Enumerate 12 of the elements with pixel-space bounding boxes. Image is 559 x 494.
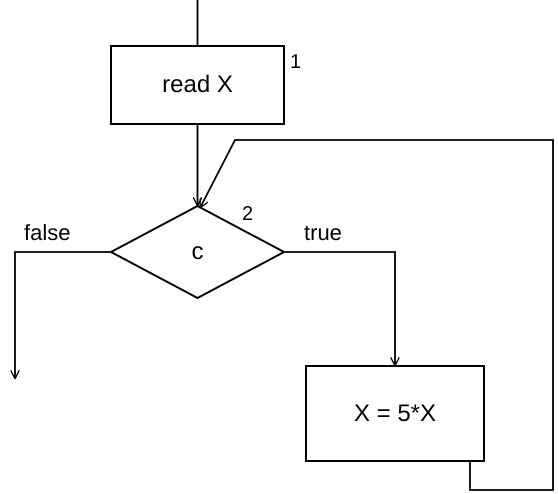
arrow (10, 251, 110, 380)
callout-number: 2 (242, 204, 254, 224)
arrow (199, 139, 554, 491)
process-box (305, 365, 485, 462)
node-text: read X (162, 73, 233, 97)
process-box (110, 45, 285, 125)
callout-number: 1 (290, 52, 302, 72)
arrow (192, 125, 203, 207)
arrow (285, 251, 400, 367)
node-text: X = 5*X (354, 402, 436, 426)
decision-diamond (110, 205, 285, 299)
node-text: c (192, 240, 204, 264)
